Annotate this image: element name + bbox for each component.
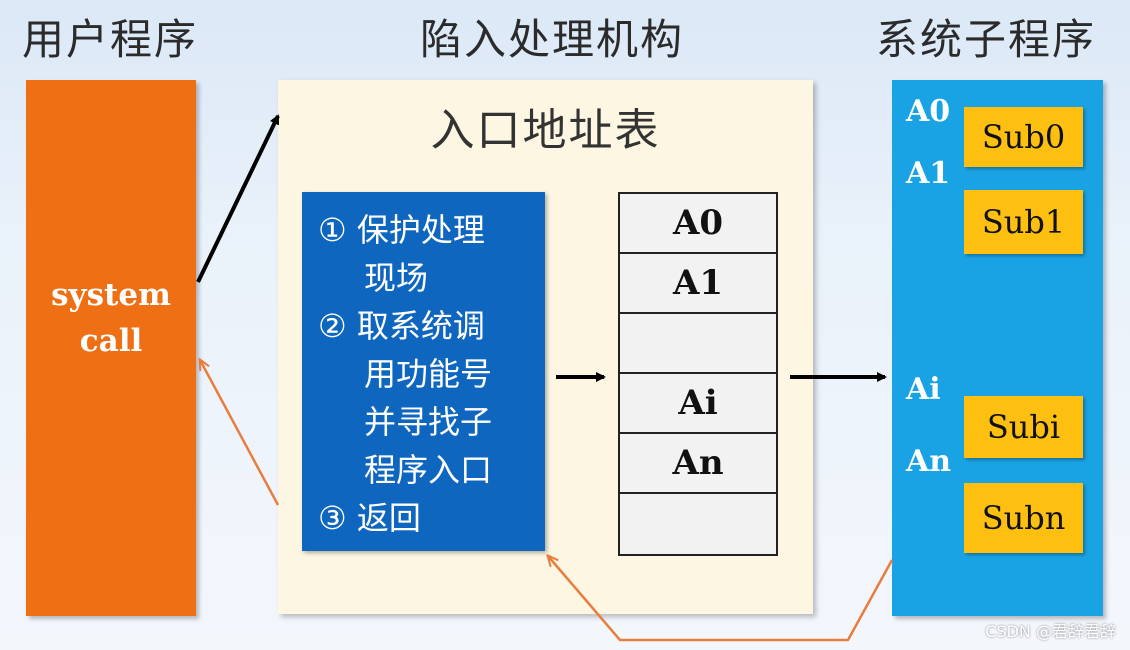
heading-system-subprogram: 系统子程序: [876, 15, 1097, 64]
entry-address-table: A0 A1 Ai An: [618, 192, 778, 556]
return-arrow-to-trap: [548, 556, 894, 642]
step-line: 并寻找子: [364, 403, 493, 441]
address-table-row: A0: [620, 194, 776, 254]
system-call-line2: call: [79, 323, 143, 359]
user-program-block: [26, 80, 196, 616]
address-table-row: An: [620, 434, 776, 494]
subprogram-box-sub0: Sub0: [964, 107, 1083, 167]
system-call-label: system call: [26, 272, 196, 364]
subprogram-box-subn: Subn: [964, 483, 1083, 553]
sub-address-label: An: [906, 444, 952, 479]
system-call-line1: system: [51, 277, 171, 313]
address-table-row: Ai: [620, 374, 776, 434]
return-arrow-to-user: [200, 360, 280, 506]
sub-address-label: A1: [906, 156, 951, 191]
step-line: ① 保护处理: [318, 211, 485, 249]
watermark: CSDN @君辞君辞: [985, 622, 1116, 641]
sub-address-label: A0: [906, 94, 951, 129]
step-line: ② 取系统调: [318, 307, 485, 345]
address-table-row: A1: [620, 254, 776, 314]
step-line: 用功能号: [364, 355, 493, 393]
address-table-title: 入口地址表: [430, 105, 661, 156]
subprogram-box-sub1: Sub1: [964, 190, 1083, 254]
step-line: 现场: [364, 259, 429, 297]
sub-address-label: Ai: [906, 372, 941, 407]
heading-user-program: 用户程序: [22, 15, 199, 64]
steps-box: [302, 192, 545, 551]
step-line: ③ 返回: [318, 499, 421, 537]
address-table-row: [620, 314, 776, 374]
heading-trap-mechanism: 陷入处理机构: [420, 15, 685, 64]
step-line: 程序入口: [364, 451, 493, 489]
call-arrow: [196, 114, 280, 283]
subprogram-box-subi: Subi: [964, 396, 1083, 458]
